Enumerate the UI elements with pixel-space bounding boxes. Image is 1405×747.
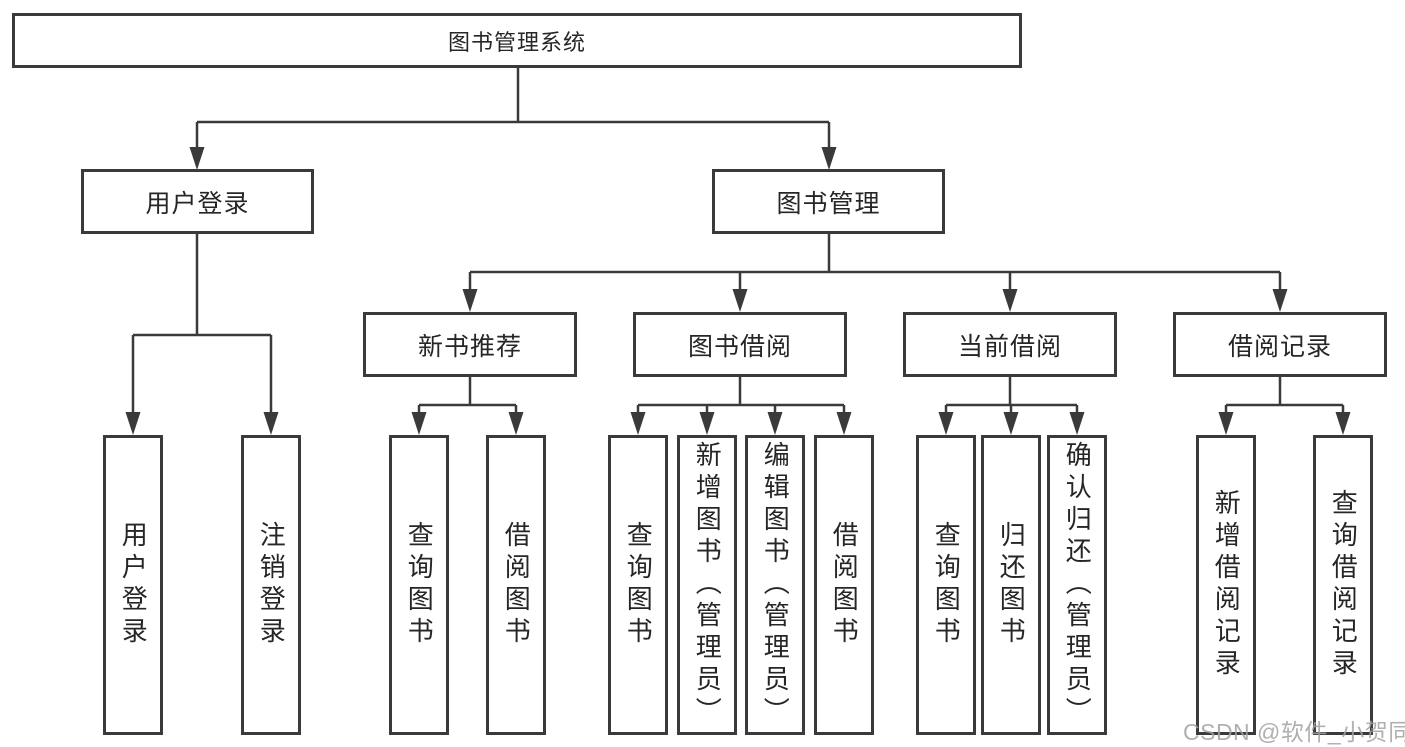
node-label: 新增借阅记录 <box>1211 489 1242 681</box>
leaf-return-books: 归还图书 <box>981 435 1041 735</box>
leaf-logout: 注销登录 <box>241 435 301 735</box>
node-label: 归还图书 <box>996 521 1027 649</box>
leaf-confirm-return-admin: 确认归还（管理员） <box>1047 435 1107 735</box>
node-new-book-recommendation: 新书推荐 <box>363 312 577 377</box>
node-label: 新增图书（管理员） <box>692 441 723 729</box>
node-label: 借阅图书 <box>501 521 532 649</box>
node-label: 查询图书 <box>404 521 435 649</box>
node-label: 确认归还（管理员） <box>1062 441 1093 729</box>
node-current-borrowing: 当前借阅 <box>903 312 1117 377</box>
node-borrowing-records: 借阅记录 <box>1173 312 1387 377</box>
leaf-query-borrow-record: 查询借阅记录 <box>1313 435 1373 735</box>
node-book-borrowing: 图书借阅 <box>633 312 847 377</box>
leaf-add-books-admin: 新增图书（管理员） <box>677 435 737 735</box>
node-label: 图书管理系统 <box>447 29 586 55</box>
node-label: 用户登录 <box>145 189 250 218</box>
node-user-login-branch: 用户登录 <box>81 169 314 234</box>
leaf-query-books-borrowing: 查询图书 <box>608 435 668 735</box>
node-label: 用户登录 <box>118 521 149 649</box>
leaf-query-books-current: 查询图书 <box>916 435 976 735</box>
csdn-watermark: CSDN @软件_小贺同学 <box>1183 719 1405 745</box>
node-label: 注销登录 <box>256 521 287 649</box>
node-label: 查询借阅记录 <box>1328 489 1359 681</box>
node-label: 借阅图书 <box>829 521 860 649</box>
node-label: 借阅记录 <box>1227 332 1332 361</box>
leaf-user-login: 用户登录 <box>103 435 163 735</box>
connector-paths <box>131 68 1345 416</box>
node-label: 编辑图书（管理员） <box>760 441 791 729</box>
node-label: 图书借阅 <box>687 332 792 361</box>
node-library-management-system: 图书管理系统 <box>12 13 1022 68</box>
node-label: 当前借阅 <box>957 332 1062 361</box>
arrowhead-shapes <box>125 147 1351 435</box>
node-label: 新书推荐 <box>417 332 522 361</box>
leaf-borrow-books: 借阅图书 <box>814 435 874 735</box>
leaf-add-borrow-record: 新增借阅记录 <box>1196 435 1256 735</box>
leaf-query-books-recommend: 查询图书 <box>389 435 449 735</box>
node-book-management-branch: 图书管理 <box>712 169 945 234</box>
node-label: 查询图书 <box>931 521 962 649</box>
node-label: 查询图书 <box>623 521 654 649</box>
node-label: 图书管理 <box>776 189 881 218</box>
leaf-edit-books-admin: 编辑图书（管理员） <box>745 435 805 735</box>
leaf-borrow-books-recommend: 借阅图书 <box>486 435 546 735</box>
